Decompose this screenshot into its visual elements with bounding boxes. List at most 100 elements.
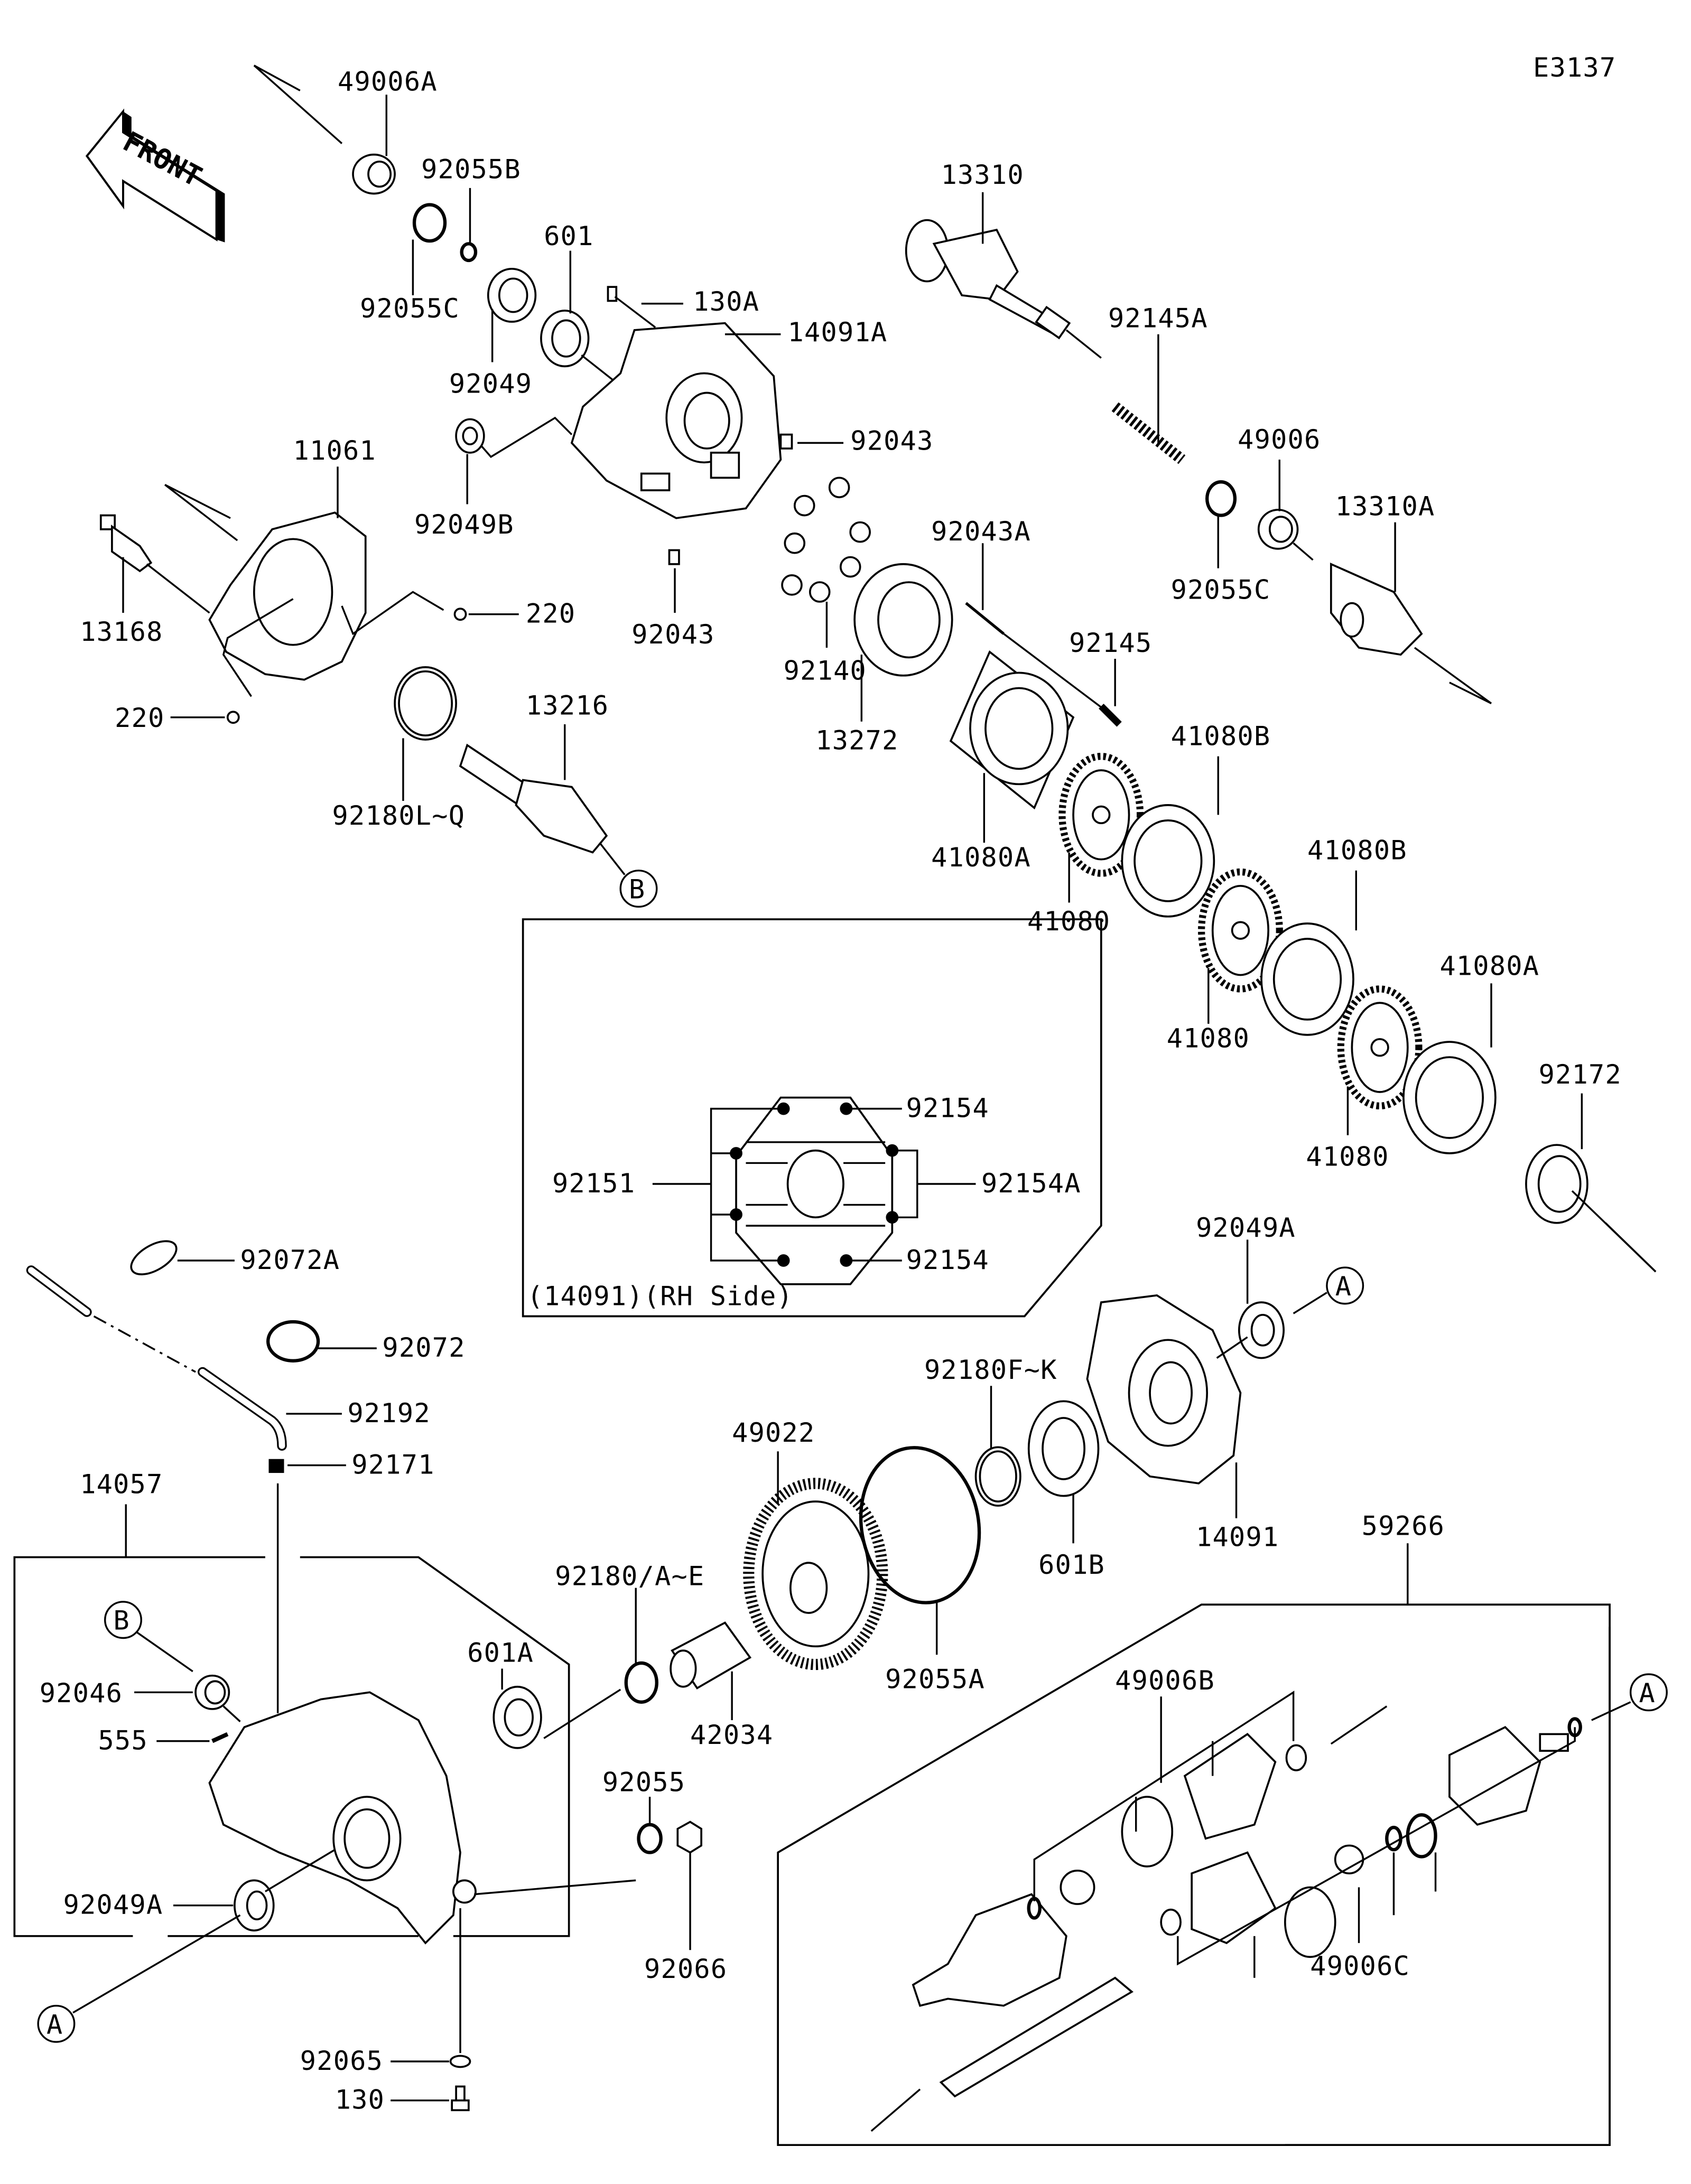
- part-13310-joint[interactable]: 13310: [905, 160, 1102, 359]
- part-92192-hose[interactable]: 92192: [26, 1265, 431, 1451]
- part-49022-ring-gear[interactable]: 49022: [732, 1417, 888, 1670]
- part-14057-housing-assembly[interactable]: 14057: [13, 1469, 570, 1945]
- label-41080-3: 41080: [1306, 1142, 1389, 1172]
- label-92046: 92046: [40, 1678, 123, 1709]
- part-92145-pin[interactable]: 92145: [1069, 628, 1152, 727]
- part-41080A-plate-first[interactable]: 41080A: [931, 650, 1075, 873]
- part-92171-clip[interactable]: 92171: [268, 1449, 435, 1713]
- part-92049B[interactable]: 92049B: [414, 416, 573, 540]
- part-92072-clamp[interactable]: 92072: [266, 1320, 466, 1363]
- ref-B-upper: B: [619, 870, 658, 908]
- label-49006A: 49006A: [338, 66, 438, 97]
- part-92065-washer[interactable]: 92065: [300, 1908, 471, 2076]
- label-92154-top: 92154: [906, 1093, 989, 1123]
- part-13310A-joint[interactable]: 13310A: [1330, 491, 1492, 704]
- label-92049: 92049: [449, 368, 532, 399]
- part-92049A-left-seal[interactable]: 92049A: [63, 1849, 336, 1932]
- part-49006[interactable]: 49006: [1238, 424, 1321, 561]
- part-92072A-clamp[interactable]: 92072A: [126, 1234, 340, 1281]
- label-92140: 92140: [784, 656, 867, 686]
- part-601B-bearing[interactable]: 601B: [1027, 1400, 1105, 1580]
- part-13216-pinion[interactable]: 13216: [459, 690, 626, 875]
- label-92049A-left: 92049A: [63, 1890, 163, 1920]
- part-41080-friction-1[interactable]: 41080: [1027, 753, 1144, 937]
- label-92055A: 92055A: [885, 1664, 985, 1694]
- label-130: 130: [335, 2085, 385, 2115]
- part-92049[interactable]: 92049: [449, 267, 537, 399]
- part-92046-bearing[interactable]: 92046: [40, 1674, 241, 1722]
- ref-B-upper-label: B: [629, 874, 645, 905]
- part-92145A-spring[interactable]: 92145A: [1108, 303, 1208, 464]
- label-92055C-top: 92055C: [360, 293, 460, 324]
- part-42034-hub[interactable]: 42034: [670, 1621, 773, 1750]
- label-92154A: 92154A: [981, 1168, 1081, 1199]
- part-49006B-boot-kit[interactable]: 49006B: [1033, 1665, 1295, 1901]
- part-59266-driveshaft-assembly[interactable]: 59266: [777, 1510, 1611, 2146]
- part-92049A-right-seal[interactable]: 92049A: [1196, 1212, 1296, 1359]
- label-14057: 14057: [80, 1469, 163, 1499]
- label-42034: 42034: [690, 1720, 773, 1750]
- part-92066-nut[interactable]: 92066: [644, 1821, 727, 1984]
- label-601A: 601A: [467, 1637, 534, 1668]
- label-41080A-first: 41080A: [931, 842, 1031, 873]
- label-92066: 92066: [644, 1954, 727, 1984]
- part-130A[interactable]: 130A: [607, 286, 759, 352]
- front-arrow-icon: FRONT: [85, 108, 225, 242]
- label-601B: 601B: [1038, 1550, 1105, 1580]
- part-92180AE-shim[interactable]: 92180/A~E: [555, 1561, 704, 1704]
- part-601A-bearing[interactable]: 601A: [467, 1637, 621, 1749]
- part-92140-balls[interactable]: 92140: [781, 477, 871, 686]
- part-41080B-plate-2[interactable]: 41080B: [1260, 835, 1407, 1036]
- label-41080A-last: 41080A: [1439, 951, 1539, 982]
- part-601[interactable]: 601: [540, 221, 635, 398]
- part-92043A-pin[interactable]: 92043A: [931, 516, 1106, 711]
- label-555: 555: [98, 1725, 148, 1756]
- part-13168[interactable]: 13168: [80, 514, 210, 647]
- label-92145A: 92145A: [1108, 303, 1208, 334]
- part-92043-a[interactable]: 92043: [779, 426, 933, 456]
- part-130-bolt[interactable]: 130: [335, 2085, 470, 2115]
- part-13272-cam[interactable]: 13272: [815, 563, 953, 756]
- part-11061-gasket[interactable]: 11061: [164, 435, 444, 697]
- ref-A-left-label: A: [47, 2009, 63, 2040]
- label-92065: 92065: [300, 2046, 383, 2076]
- part-92055A-oring[interactable]: 92055A: [849, 1438, 991, 1694]
- part-92043-b[interactable]: 92043: [631, 549, 714, 650]
- label-92043-b: 92043: [631, 619, 714, 650]
- part-92055C-top[interactable]: 92055C: [360, 203, 460, 324]
- part-92055B[interactable]: 92055B: [421, 154, 521, 263]
- inset-caption: (14091)(RH Side): [527, 1281, 794, 1311]
- ref-A-upper: A: [1293, 1266, 1364, 1314]
- ref-A-left: A: [37, 1914, 241, 2043]
- label-41080-1: 41080: [1027, 906, 1110, 937]
- part-41080B-plate-1[interactable]: 41080B: [1121, 721, 1270, 918]
- part-92180LQ-shim[interactable]: 92180L~Q: [332, 666, 465, 831]
- part-41080A-plate-last[interactable]: 41080A: [1402, 951, 1539, 1154]
- part-49006C-boot-kit[interactable]: 49006C: [1177, 1727, 1576, 1982]
- part-555-pin[interactable]: 555: [98, 1725, 229, 1756]
- part-92172-nut[interactable]: 92172: [1525, 1059, 1657, 1273]
- label-92192: 92192: [347, 1398, 430, 1429]
- part-220-b[interactable]: 220: [115, 703, 240, 733]
- label-14091A: 14091A: [788, 317, 888, 348]
- label-49006: 49006: [1238, 424, 1321, 455]
- label-13216: 13216: [526, 690, 609, 721]
- part-14091A-housing[interactable]: 14091A: [570, 317, 888, 519]
- label-49022: 49022: [732, 1417, 815, 1448]
- part-220-a[interactable]: 220: [453, 599, 575, 629]
- part-92055C-right[interactable]: 92055C: [1171, 480, 1271, 605]
- label-41080B-2: 41080B: [1307, 835, 1407, 866]
- part-41080-friction-2[interactable]: 41080: [1167, 868, 1283, 1054]
- label-13272: 13272: [815, 725, 898, 755]
- part-92055-gasket[interactable]: 92055: [474, 1767, 685, 1896]
- inset-14091-rh-side: 92154 92151 92154A 92154 (14091)(RH Side…: [522, 918, 1102, 1318]
- label-59266: 59266: [1362, 1510, 1445, 1541]
- label-92043A: 92043A: [931, 516, 1031, 547]
- label-13168: 13168: [80, 617, 163, 647]
- part-92180FK-shim[interactable]: 92180F~K: [924, 1355, 1057, 1507]
- part-49006A[interactable]: 49006A: [253, 64, 438, 195]
- part-14091-cover[interactable]: 14091: [1086, 1294, 1279, 1553]
- label-92055C-right: 92055C: [1171, 575, 1271, 605]
- label-92049B: 92049B: [414, 509, 514, 540]
- part-41080-friction-3[interactable]: 41080: [1306, 985, 1423, 1172]
